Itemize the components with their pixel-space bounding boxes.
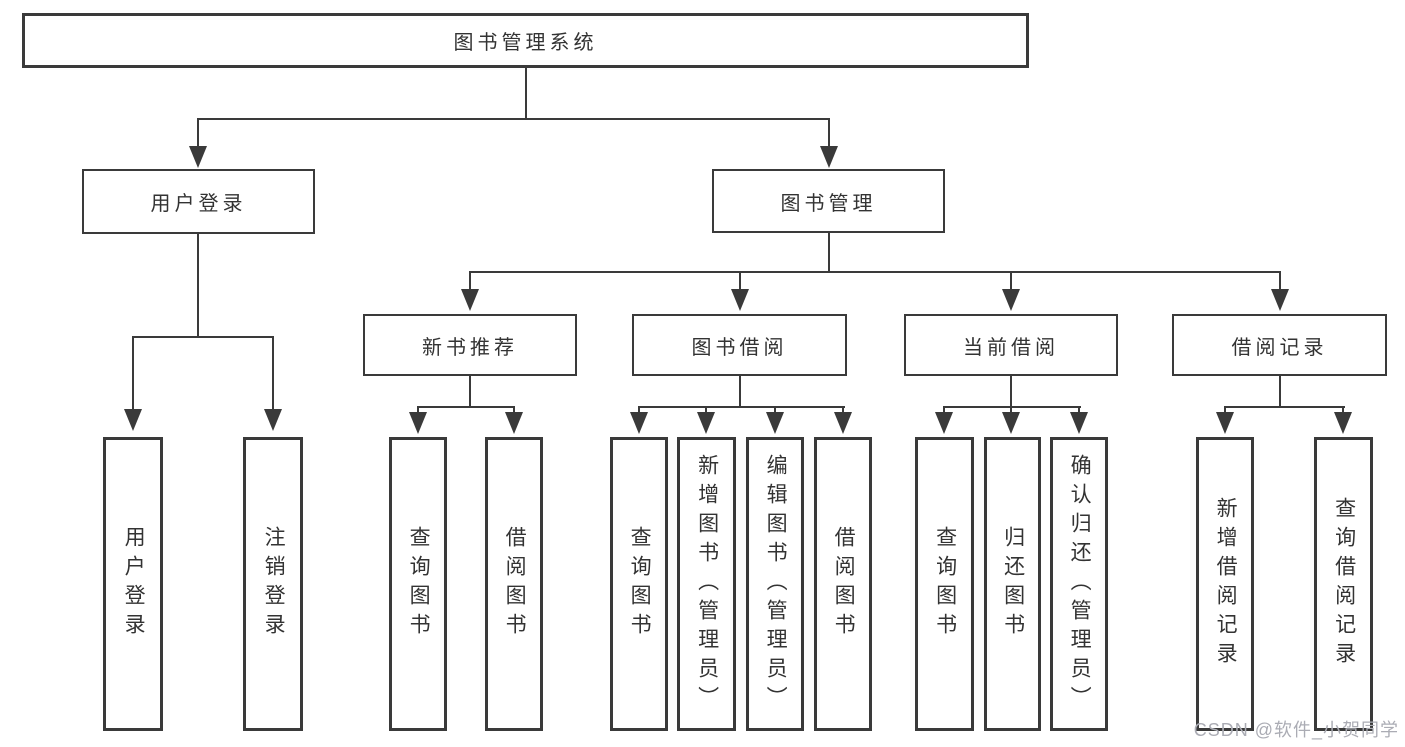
arrow-down-icon — [1216, 412, 1234, 434]
connector-line — [1010, 273, 1012, 289]
connector-line — [417, 406, 515, 408]
arrow-down-icon — [505, 412, 523, 434]
arrow-down-icon — [820, 146, 838, 168]
leaf-query-books-borrow: 查询图书 — [610, 437, 668, 731]
arrow-down-icon — [834, 412, 852, 434]
node-book-management: 图书管理 — [712, 169, 945, 233]
connector-line — [1010, 408, 1012, 413]
arrow-down-icon — [1002, 412, 1020, 434]
connector-line — [197, 234, 199, 336]
connector-line — [132, 338, 134, 409]
connector-line — [197, 118, 830, 120]
connector-line — [417, 408, 419, 413]
arrow-down-icon — [697, 412, 715, 434]
watermark: CSDN @软件_小贺同学 — [1193, 720, 1399, 740]
connector-line — [197, 120, 199, 146]
connector-line — [1279, 273, 1281, 289]
connector-line — [469, 271, 1281, 273]
connector-line — [828, 233, 830, 271]
arrow-down-icon — [264, 409, 282, 431]
leaf-query-books-recommend-label: 查询图书 — [407, 526, 431, 642]
leaf-query-borrow-record-label: 查询借阅记录 — [1332, 497, 1356, 671]
leaf-return-book-label: 归还图书 — [1001, 526, 1025, 642]
node-library-management-system: 图书管理系统 — [22, 13, 1029, 68]
arrow-down-icon — [935, 412, 953, 434]
leaf-logout: 注销登录 — [243, 437, 303, 731]
leaf-confirm-return-admin: 确认归还（管理员） — [1050, 437, 1108, 731]
leaf-query-books-current: 查询图书 — [915, 437, 974, 731]
arrow-down-icon — [1334, 412, 1352, 434]
connector-line — [1010, 376, 1012, 406]
leaf-add-book-admin-label: 新增图书（管理员） — [695, 453, 719, 715]
connector-line — [1078, 408, 1080, 413]
connector-line — [774, 408, 776, 413]
arrow-down-icon — [409, 412, 427, 434]
leaf-borrow-books-recommend-label: 借阅图书 — [503, 526, 527, 642]
leaf-edit-book-admin: 编辑图书（管理员） — [746, 437, 804, 731]
leaf-borrow-books-borrow: 借阅图书 — [814, 437, 872, 731]
leaf-add-borrow-record-label: 新增借阅记录 — [1214, 497, 1238, 671]
leaf-borrow-books-borrow-label: 借阅图书 — [832, 526, 856, 642]
connector-line — [132, 336, 274, 338]
leaf-query-borrow-record: 查询借阅记录 — [1314, 437, 1373, 731]
connector-line — [739, 376, 741, 406]
node-new-book-recommend: 新书推荐 — [363, 314, 577, 376]
node-user-login: 用户登录 — [82, 169, 315, 234]
arrow-down-icon — [630, 412, 648, 434]
arrow-down-icon — [1070, 412, 1088, 434]
leaf-query-books-current-label: 查询图书 — [933, 526, 957, 642]
arrow-down-icon — [766, 412, 784, 434]
leaf-add-book-admin: 新增图书（管理员） — [677, 437, 736, 731]
connector-line — [638, 406, 845, 408]
connector-line — [828, 120, 830, 146]
leaf-query-books-borrow-label: 查询图书 — [628, 526, 652, 642]
connector-line — [272, 338, 274, 409]
leaf-logout-label: 注销登录 — [262, 526, 286, 642]
leaf-add-borrow-record: 新增借阅记录 — [1196, 437, 1254, 731]
leaf-user-login: 用户登录 — [103, 437, 163, 731]
connector-line — [739, 273, 741, 289]
arrow-down-icon — [189, 146, 207, 168]
connector-line — [705, 408, 707, 413]
connector-line — [513, 408, 515, 413]
connector-line — [943, 408, 945, 413]
node-current-borrow: 当前借阅 — [904, 314, 1118, 376]
node-book-borrow: 图书借阅 — [632, 314, 847, 376]
connector-line — [1224, 406, 1345, 408]
leaf-return-book: 归还图书 — [984, 437, 1041, 731]
connector-line — [943, 406, 1081, 408]
connector-line — [469, 376, 471, 406]
connector-line — [1224, 408, 1226, 413]
arrow-down-icon — [124, 409, 142, 431]
arrow-down-icon — [461, 289, 479, 311]
leaf-confirm-return-admin-label: 确认归还（管理员） — [1068, 453, 1092, 715]
leaf-edit-book-admin-label: 编辑图书（管理员） — [764, 453, 788, 715]
leaf-borrow-books-recommend: 借阅图书 — [485, 437, 543, 731]
arrow-down-icon — [1271, 289, 1289, 311]
leaf-query-books-recommend: 查询图书 — [389, 437, 447, 731]
connector-line — [1342, 408, 1344, 413]
connector-line — [842, 408, 844, 413]
connector-line — [469, 273, 471, 289]
connector-line — [1279, 376, 1281, 406]
arrow-down-icon — [1002, 289, 1020, 311]
arrow-down-icon — [731, 289, 749, 311]
connector-line — [525, 68, 527, 118]
node-borrow-records: 借阅记录 — [1172, 314, 1387, 376]
leaf-user-login-label: 用户登录 — [122, 526, 146, 642]
connector-line — [638, 408, 640, 413]
